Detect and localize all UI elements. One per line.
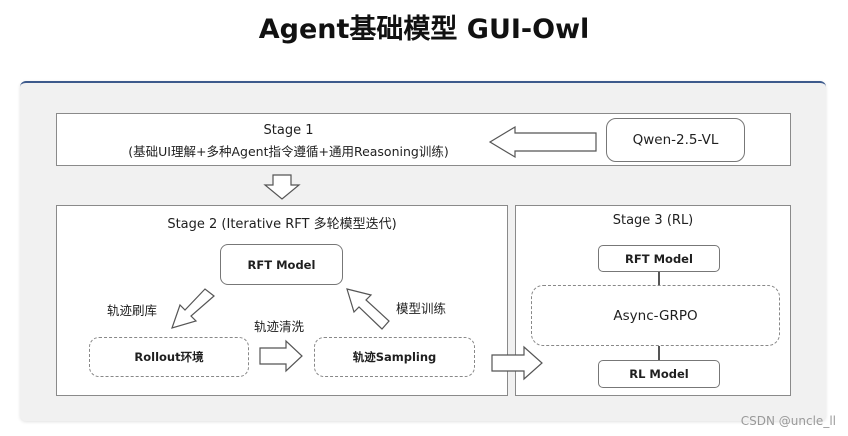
arrow-left-icon: [488, 125, 597, 159]
stage3-rl-model-box: RL Model: [598, 360, 720, 388]
label-trajectory-refresh: 轨迹刷库: [107, 303, 158, 318]
stage3-rft-model-box: RFT Model: [598, 245, 720, 272]
watermark: CSDN @uncle_ll: [740, 414, 836, 428]
qwen-model-box: Qwen-2.5-VL: [606, 118, 745, 162]
label-model-training: 模型训练: [396, 301, 447, 316]
arrow-right-icon: [259, 339, 303, 373]
page-title: Agent基础模型 GUI-Owl: [258, 14, 590, 45]
rollout-env-box: Rollout环境: [89, 337, 249, 377]
connector-grpo-to-rl: [658, 346, 660, 360]
arrow-to-stage3-icon: [491, 345, 543, 381]
async-grpo-box: Async-GRPO: [531, 285, 780, 346]
label-trajectory-clean: 轨迹清洗: [254, 319, 305, 334]
stage3-title: Stage 3 (RL): [612, 213, 694, 228]
stage2-rft-model-box: RFT Model: [220, 244, 343, 285]
stage2-title: Stage 2 (Iterative RFT 多轮模型迭代): [167, 217, 397, 232]
stage1-title: Stage 1: [263, 123, 314, 138]
stage1-subtitle: (基础UI理解+多种Agent指令遵循+通用Reasoning训练): [128, 144, 449, 159]
arrow-up-left-icon: [346, 288, 390, 330]
arrow-down-left-icon: [171, 288, 215, 329]
arrow-down-icon: [263, 174, 301, 200]
trajectory-sampling-box: 轨迹Sampling: [314, 337, 475, 377]
connector-rft-to-grpo: [658, 272, 660, 285]
